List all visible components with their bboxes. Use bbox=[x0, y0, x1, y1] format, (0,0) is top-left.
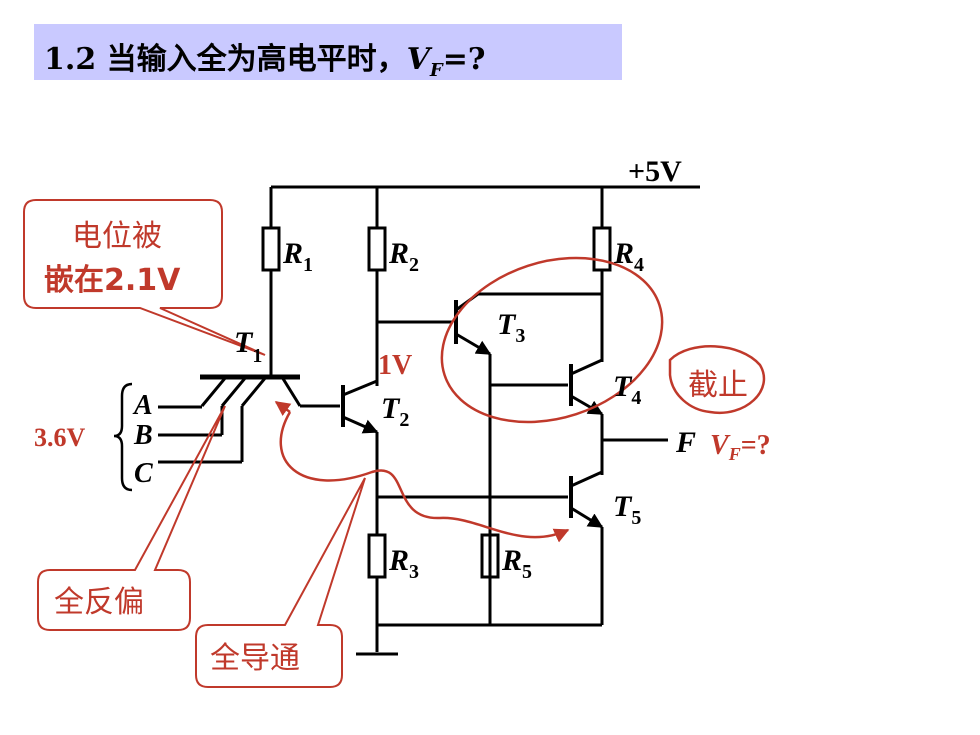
cutoff-ellipse bbox=[440, 256, 664, 424]
transistor-t5-collector bbox=[570, 470, 603, 488]
pinned-callout bbox=[23, 199, 266, 356]
r1-label: R1 bbox=[282, 237, 313, 276]
input-voltage-label: 3.6V bbox=[34, 423, 86, 452]
pinned-label-line2: 嵌在2.1V bbox=[44, 263, 181, 298]
transistor-t5-emitter bbox=[570, 506, 604, 529]
title-var: V bbox=[406, 42, 430, 77]
title-prefix: 1.2 当输入全为高电平时， bbox=[44, 42, 407, 77]
input-c-label: C bbox=[134, 458, 153, 489]
resistor-r4 bbox=[592, 226, 612, 272]
t1-emitter-b bbox=[220, 376, 248, 407]
reverse-bias-callout bbox=[37, 405, 226, 631]
transistor-t2-collector bbox=[342, 379, 378, 397]
title-bar: 1.2 当输入全为高电平时，VF=? bbox=[34, 24, 622, 81]
r3-label: R3 bbox=[388, 544, 419, 583]
t3-label: T3 bbox=[497, 308, 525, 347]
transistor-t2-emitter bbox=[342, 415, 379, 434]
transistor-t4-emitter bbox=[570, 394, 604, 416]
page-title: 1.2 当输入全为高电平时，VF=? bbox=[44, 34, 485, 81]
r4-label: R4 bbox=[613, 237, 644, 276]
input-b-label: B bbox=[133, 420, 153, 451]
annotation-marks bbox=[23, 199, 766, 688]
node-voltage-label: 1V bbox=[378, 350, 412, 381]
r2-label: R2 bbox=[388, 237, 419, 276]
t1-label: T1 bbox=[234, 326, 262, 367]
t1-collector bbox=[280, 376, 302, 407]
cutoff-label: 截止 bbox=[688, 368, 748, 403]
pinned-label-line1: 电位被 bbox=[72, 219, 162, 254]
transistor-t4-collector bbox=[570, 358, 603, 376]
resistor-r2 bbox=[367, 226, 387, 272]
resistor-r5 bbox=[480, 533, 500, 579]
t4-label: T4 bbox=[613, 370, 641, 409]
t1-emitter-a bbox=[200, 376, 228, 407]
t1-emitter-c bbox=[240, 376, 268, 407]
vcc-label: +5V bbox=[628, 155, 682, 188]
vf-label: VF=? bbox=[710, 430, 771, 464]
title-suffix: =? bbox=[442, 42, 486, 77]
t5-label: T5 bbox=[613, 490, 641, 529]
input-a-label: A bbox=[132, 390, 153, 421]
current-path-start-arrow bbox=[274, 400, 292, 416]
t2-label: T2 bbox=[381, 392, 409, 431]
current-path-arrow bbox=[279, 411, 570, 543]
resistor-r1 bbox=[261, 226, 281, 272]
wires bbox=[113, 185, 700, 656]
transistor-t3-emitter bbox=[455, 332, 492, 356]
resistor-r3 bbox=[367, 533, 387, 579]
reverse-bias-label: 全反偏 bbox=[54, 585, 144, 620]
annotation-labels: VF=? 电位被 嵌在2.1V 3.6V 1V 截止 全反偏 全导通 bbox=[34, 219, 771, 676]
r5-label: R5 bbox=[501, 544, 532, 583]
conduction-callout bbox=[195, 477, 366, 688]
conduction-label: 全导通 bbox=[210, 641, 300, 676]
input-brace bbox=[113, 382, 133, 492]
title-var-sub: F bbox=[429, 60, 443, 81]
cutoff-bubble bbox=[668, 345, 766, 415]
output-f-label: F bbox=[675, 426, 696, 459]
component-labels: +5V R1 R2 R4 R3 R5 T1 T2 T3 T4 T5 A B C … bbox=[132, 155, 696, 583]
